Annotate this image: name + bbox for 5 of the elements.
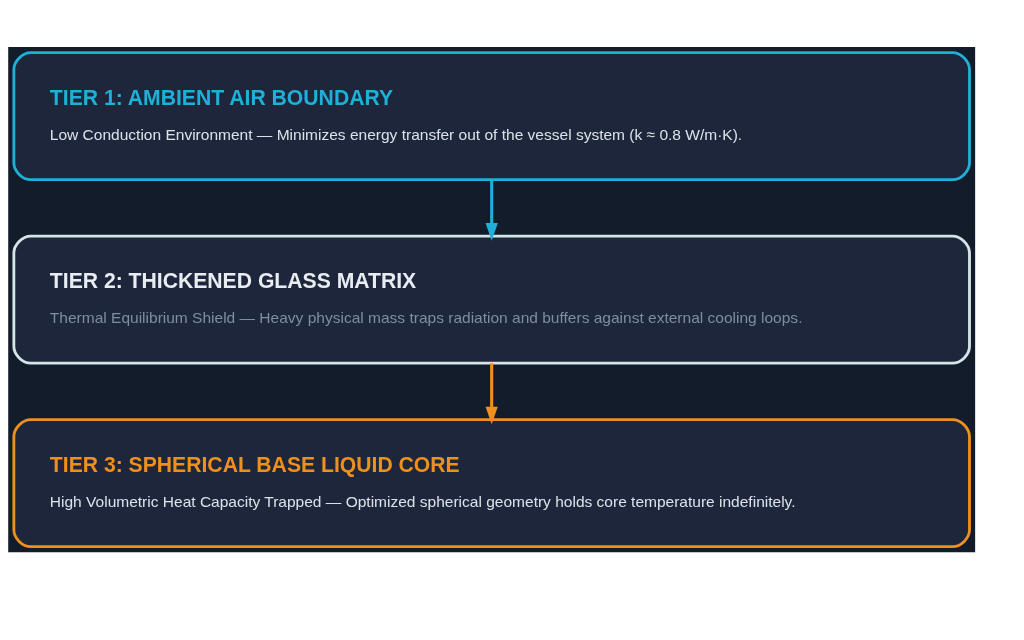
node-box: TIER 1: AMBIENT AIR BOUNDARY Low Conduction Environment — Minimizes energy transfer out of the vessel system (k ≈ 0.8 W/m·K). — [12, 51, 971, 182]
arrow — [485, 179, 498, 241]
arrow — [485, 363, 498, 425]
node-box: TIER 2: THICKENED GLASS MATRIX Thermal Equilibrium Shield — Heavy physical mass traps radiation and buffers against external cooling loops. — [12, 234, 971, 365]
node-box: TIER 3: SPHERICAL BASE LIQUID CORE High Volumetric Heat Capacity Trapped — Optimized spherical geometry holds core temperature indefinitely. — [12, 418, 971, 549]
